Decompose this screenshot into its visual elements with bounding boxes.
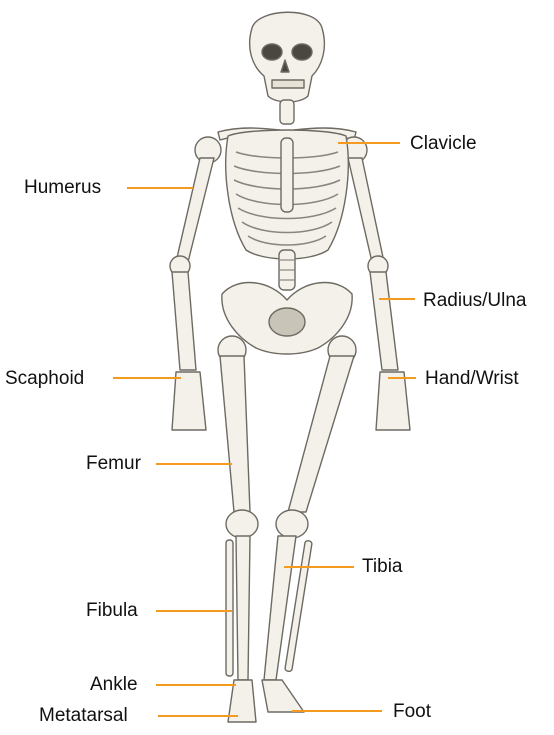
- femur-label: Femur: [86, 453, 141, 475]
- scaphoid-label: Scaphoid: [5, 368, 84, 390]
- tibia-left: [236, 536, 250, 680]
- ankle-leader: [156, 684, 236, 686]
- radius-ulna-right: [370, 272, 398, 370]
- fibula-left: [226, 540, 233, 676]
- pelvic-opening: [269, 308, 305, 336]
- humerus-label: Humerus: [24, 177, 101, 199]
- tibia-leader: [284, 566, 354, 568]
- femur-right: [288, 356, 354, 512]
- hand-left: [172, 372, 206, 430]
- hand-wrist-leader: [388, 377, 416, 379]
- radius-ulna-left: [172, 272, 196, 370]
- radius-ulna-label: Radius/Ulna: [423, 290, 527, 312]
- clavicle-label: Clavicle: [410, 133, 477, 155]
- humerus-leader: [127, 187, 193, 189]
- bones: [170, 12, 410, 722]
- foot-leader: [292, 710, 382, 712]
- foot-right: [262, 680, 304, 712]
- ankle-label: Ankle: [90, 674, 138, 696]
- humerus-right: [348, 158, 384, 262]
- femur-left: [220, 356, 250, 512]
- metatarsal-leader: [158, 715, 238, 717]
- cervical-spine: [280, 100, 294, 124]
- foot-label: Foot: [393, 701, 431, 723]
- eye-socket-right: [292, 44, 312, 60]
- humerus-left: [176, 158, 214, 262]
- hand-right: [376, 372, 410, 430]
- fibula-label: Fibula: [86, 600, 138, 622]
- radius-ulna-leader: [379, 298, 415, 300]
- knee-left: [226, 510, 258, 538]
- scaphoid-leader: [113, 377, 181, 379]
- hand-wrist-label: Hand/Wrist: [425, 368, 519, 390]
- tibia-label: Tibia: [362, 556, 402, 578]
- sternum: [281, 138, 293, 212]
- teeth: [272, 80, 304, 88]
- femur-leader: [156, 463, 232, 465]
- metatarsal-label: Metatarsal: [39, 705, 128, 727]
- knee-right: [276, 510, 308, 538]
- eye-socket-left: [262, 44, 282, 60]
- clavicle-leader: [338, 142, 400, 144]
- fibula-leader: [156, 610, 232, 612]
